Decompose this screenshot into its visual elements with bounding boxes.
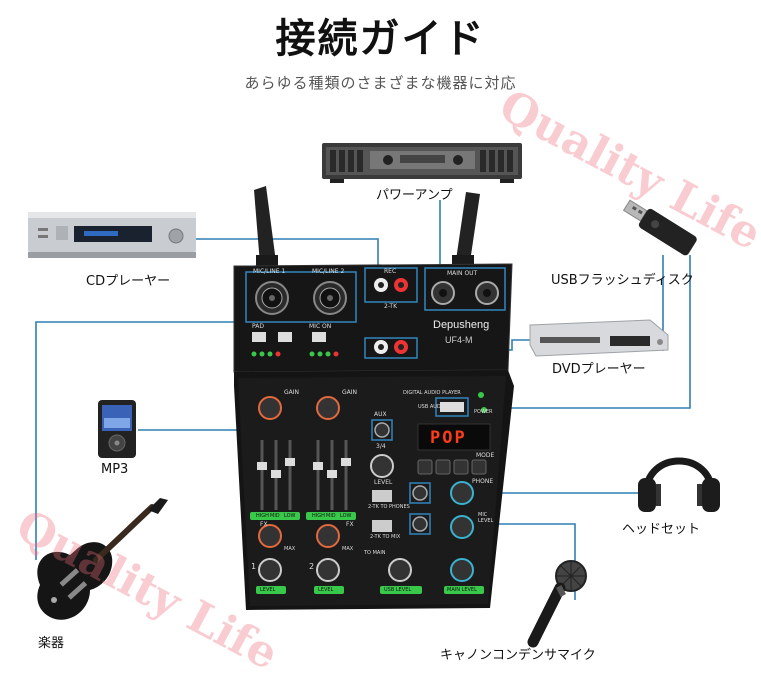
fx-label-2: FX: [346, 521, 354, 528]
main-out-label: MAIN OUT: [447, 270, 478, 277]
headphones: [638, 457, 720, 512]
instrument-label: 楽器: [38, 636, 65, 651]
mp3-label: MP3: [101, 462, 129, 477]
mic-on-label: MIC ON: [309, 323, 332, 330]
eq-low-label-1: LOW: [284, 513, 296, 519]
power-amp-label: パワーアンプ: [376, 188, 453, 203]
mic-level-label: MIC LEVEL: [478, 512, 494, 524]
brand-label: Depusheng: [433, 319, 490, 331]
two-tk-label: 2-TK: [384, 303, 398, 310]
dvd-player: [529, 319, 669, 357]
ch1-input-label: MIC/LINE 1: [253, 268, 286, 275]
fx-label-1: FX: [260, 521, 268, 528]
usb-flash-label: USBフラッシュディスク: [551, 273, 694, 288]
usb-flash-drive: [622, 199, 697, 256]
aux-label: AUX: [374, 411, 387, 418]
eq-high-label-1: HIGH: [256, 513, 269, 519]
cd-player: [28, 212, 196, 258]
power-label: POWER: [474, 409, 493, 415]
fx-max-label-1: MAX: [284, 546, 296, 552]
channel-1-number: 1: [251, 562, 257, 571]
model-label: UF4-M: [445, 335, 473, 345]
cable-cd: [195, 238, 379, 268]
cd-player-label: CDプレーヤー: [86, 274, 171, 289]
pad-label: PAD: [252, 323, 264, 330]
cable-usb: [470, 255, 691, 409]
mp3-player: [98, 400, 136, 458]
electric-guitar: [37, 498, 168, 620]
level-label-34: LEVEL: [374, 479, 393, 486]
gain-label-2: GAIN: [342, 389, 358, 396]
dvd-player-label: DVDプレーヤー: [552, 362, 646, 377]
gain-label-1: GAIN: [284, 389, 300, 396]
digital-audio-player-label: DIGITAL AUDIO PLAYER: [403, 390, 461, 396]
microphone-label: キャノンコンデンサマイク: [440, 648, 596, 663]
page-title: 接続ガイド: [275, 16, 486, 62]
power-amp: [322, 143, 522, 183]
audio-mixer: [233, 186, 514, 610]
usb-level-label: USB LEVEL: [384, 587, 412, 593]
to-phones-label: 2-TK TO PHONES: [368, 504, 410, 510]
main-level-label: MAIN LEVEL: [447, 587, 477, 593]
microphone: [527, 560, 587, 648]
eq-high-label-2: HIGH: [312, 513, 325, 519]
fx-max-label-2: MAX: [342, 546, 354, 552]
eq-low-label-2: LOW: [340, 513, 352, 519]
display-readout: POP: [430, 428, 467, 448]
rec-label: REC: [384, 268, 397, 275]
to-main-label: TO MAIN: [364, 550, 386, 556]
channel-2-number: 2: [309, 562, 315, 571]
usb-audio-label: USB AUDIO: [418, 404, 447, 410]
ch2-input-label: MIC/LINE 2: [312, 268, 345, 275]
ch2-level-button-label: LEVEL: [318, 587, 334, 593]
to-mix-label: 2-TK TO MIX: [370, 534, 401, 540]
ch1-level-button-label: LEVEL: [260, 587, 276, 593]
phone-label: PHONE: [472, 478, 494, 485]
three-four-label: 3/4: [376, 443, 386, 450]
headphones-label: ヘッドセット: [622, 522, 701, 537]
page-subtitle: あらゆる種類のさまざまな機器に対応: [244, 74, 517, 92]
mode-label: MODE: [476, 452, 495, 459]
eq-mid-label-2: MID: [326, 513, 336, 519]
eq-mid-label-1: MID: [270, 513, 280, 519]
